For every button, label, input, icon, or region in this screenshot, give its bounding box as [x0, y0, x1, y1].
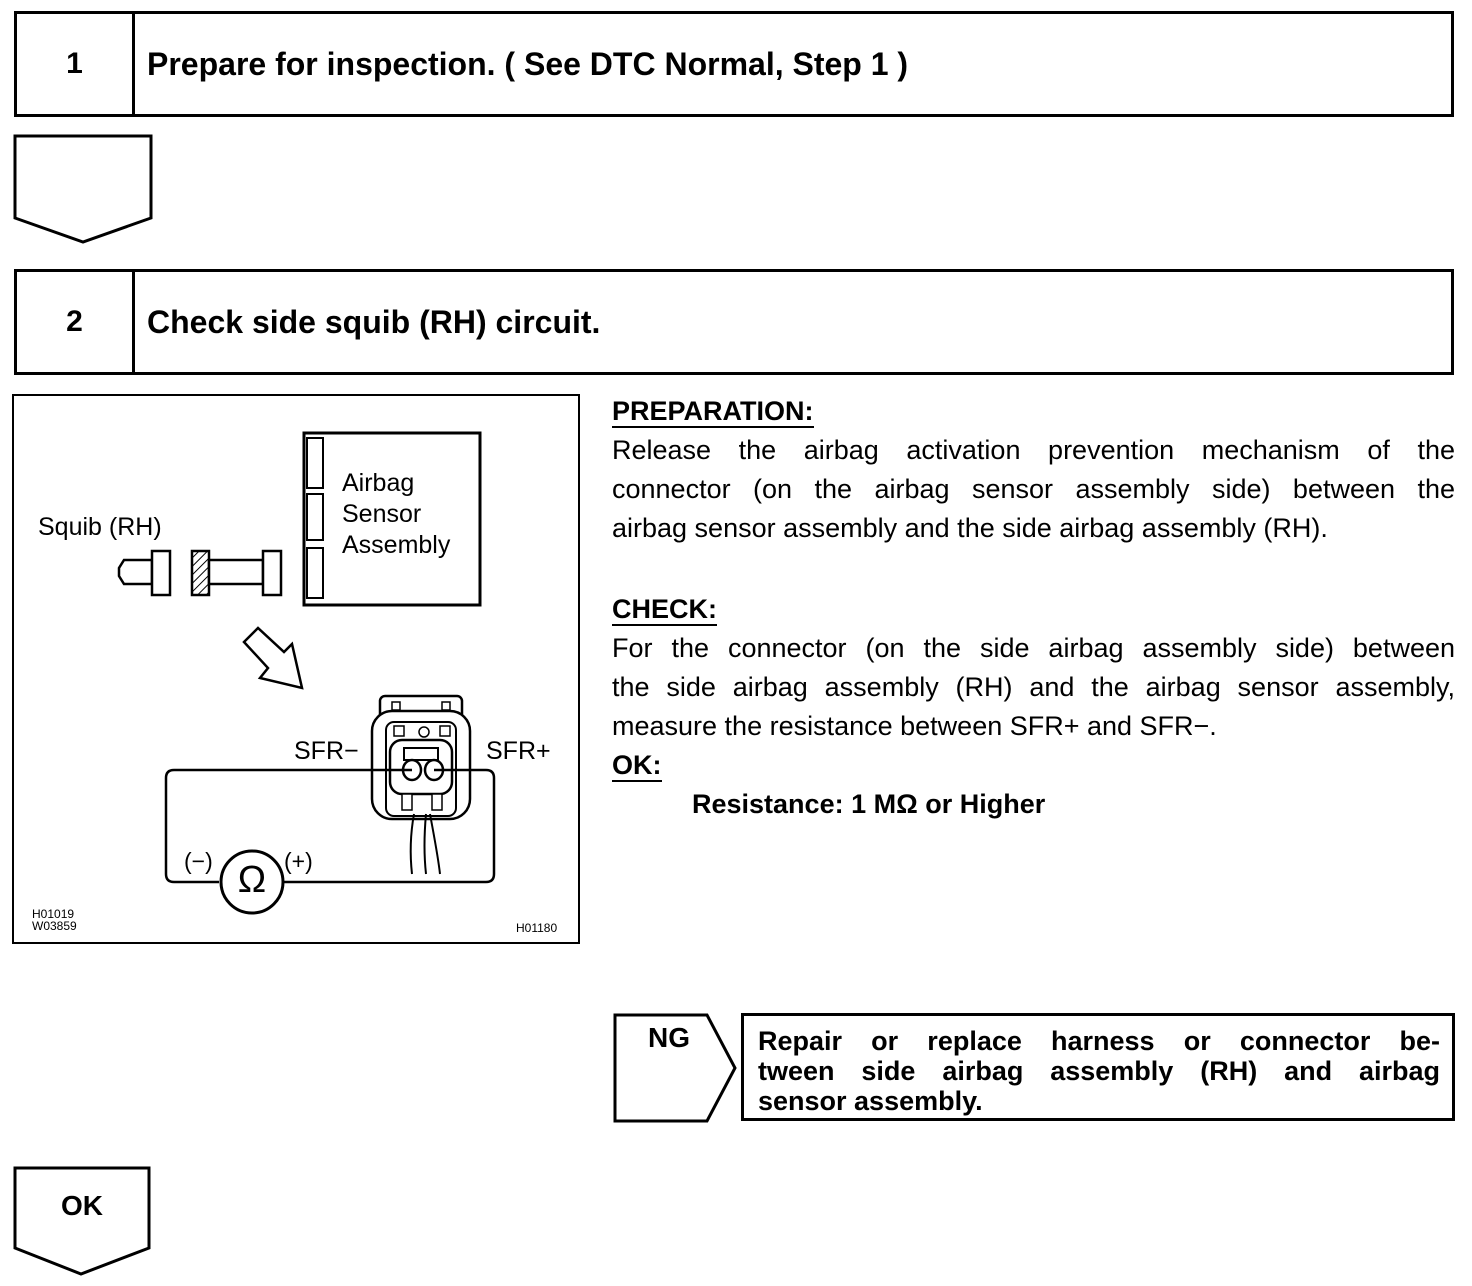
step-1-box: 1 Prepare for inspection. ( See DTC Norm…: [14, 11, 1454, 117]
check-line-1: For the connector (on the side airbag as…: [612, 633, 1455, 663]
check-heading: CHECK:: [612, 594, 717, 626]
ng-remedy-box: Repair or replace harness or connector b…: [741, 1013, 1455, 1121]
preparation-line-2: connector (on the airbag sensor assembly…: [612, 474, 1455, 504]
ng-remedy-line-1: Repair or replace harness or connector b…: [758, 1026, 1440, 1056]
ng-remedy-line-3: sensor assembly.: [758, 1086, 983, 1116]
sensor-label-line1: Airbag: [342, 469, 415, 497]
sensor-label-line3: Assembly: [342, 531, 451, 559]
ng-label: NG: [648, 1022, 690, 1053]
figure-code-left-2: W03859: [32, 919, 77, 933]
squib-label: Squib (RH): [38, 513, 162, 541]
ok-spec-section: OK: Resistance: 1 MΩ or Higher: [612, 746, 1045, 824]
check-line-3: measure the resistance between SFR+ and …: [612, 711, 1217, 741]
step-1-title: Prepare for inspection. ( See DTC Normal…: [147, 45, 909, 82]
step-1-number: 1: [17, 14, 135, 114]
terminal-minus-label: SFR−: [294, 737, 359, 765]
ng-arrow-icon: [613, 1013, 737, 1123]
preparation-line-3: airbag sensor assembly and the side airb…: [612, 513, 1328, 543]
check-line-2: the side airbag assembly (RH) and the ai…: [612, 672, 1455, 702]
preparation-line-1: Release the airbag activation prevention…: [612, 435, 1455, 465]
preparation-section: PREPARATION: Release the airbag activati…: [612, 392, 1455, 548]
ok-spec-heading: OK:: [612, 750, 662, 782]
check-section: CHECK: For the connector (on the side ai…: [612, 590, 1455, 746]
ok-label: OK: [61, 1190, 103, 1221]
ng-remedy-line-2: tween side airbag assembly (RH) and airb…: [758, 1056, 1440, 1086]
preparation-heading: PREPARATION:: [612, 396, 814, 428]
step-2-title: Check side squib (RH) circuit.: [147, 303, 601, 340]
ohm-icon: Ω: [237, 859, 267, 901]
meter-plus-label: (+): [284, 848, 313, 874]
meter-minus-label: (−): [184, 848, 213, 874]
step-2-number: 2: [17, 272, 135, 372]
ok-down-arrow-icon: [13, 1166, 151, 1276]
connector-diagram: [117, 431, 496, 915]
sensor-label-line2: Sensor: [342, 500, 422, 528]
terminal-plus-label: SFR+: [486, 737, 551, 765]
step-2-box: 2 Check side squib (RH) circuit.: [14, 269, 1454, 375]
figure-code-left-1: H01019: [32, 907, 75, 921]
flow-down-arrow-icon: [13, 134, 153, 244]
ok-spec-value: Resistance: 1 MΩ or Higher: [692, 789, 1046, 819]
figure-code-right: H01180: [516, 921, 558, 935]
circuit-illustration: Airbag Sensor Assembly Squib (RH) SFR− S…: [12, 394, 580, 944]
